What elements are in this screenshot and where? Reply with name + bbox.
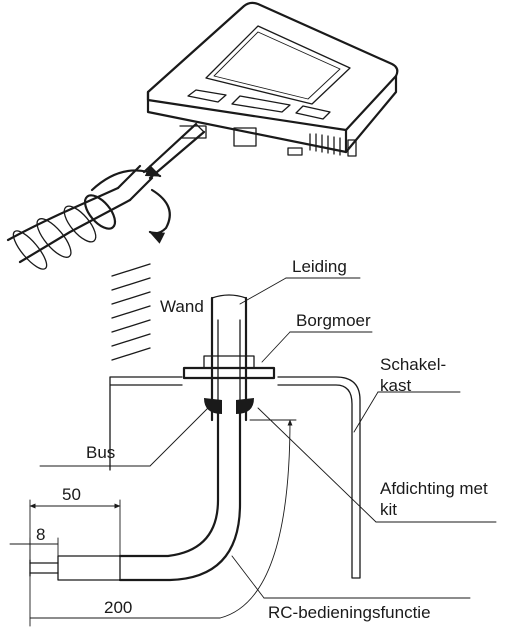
wall-hatching <box>111 263 151 361</box>
dimension-lines <box>9 419 297 627</box>
dimension-200: 200 <box>104 598 132 617</box>
label-rc-function: RC-bedieningsfunctie <box>268 603 431 622</box>
screwdriver <box>6 122 206 270</box>
label-switchbox: Schakel-kast <box>380 355 446 395</box>
switch-box-wall <box>109 376 361 579</box>
label-locknut: Borgmoer <box>296 311 371 330</box>
leader-lines <box>39 277 497 599</box>
remote-controller <box>146 1 399 157</box>
label-bush: Bus <box>86 443 115 462</box>
label-wall: Wand <box>160 297 204 316</box>
cable <box>29 408 242 582</box>
dimension-50: 50 <box>62 485 81 504</box>
dimension-8: 8 <box>36 525 45 544</box>
label-pipe: Leiding <box>292 257 347 276</box>
